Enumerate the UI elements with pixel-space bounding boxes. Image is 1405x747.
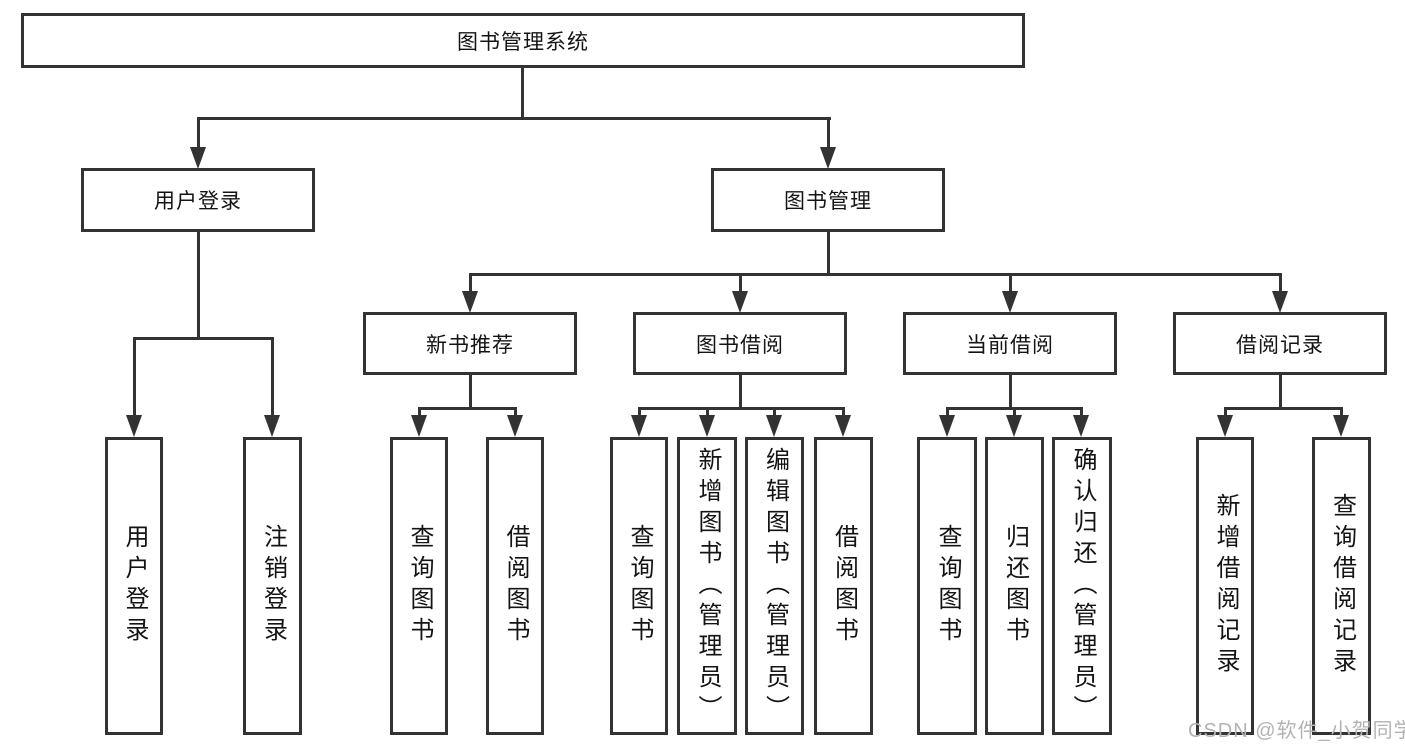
connector-records-stub [1279, 375, 1282, 410]
node-library-management-system: 图书管理系统 [21, 13, 1025, 68]
node-book-borrowing: 图书借阅 [633, 312, 847, 375]
leaf-add-borrow-record: 新增借阅记录 [1196, 437, 1254, 735]
connector-borrowing-drop-2 [706, 407, 709, 417]
connector-borrowing-rail [638, 407, 845, 410]
node-borrowing-records: 借阅记录 [1173, 312, 1387, 375]
arrow-down-icon [1073, 415, 1089, 437]
leaf-confirm-return-admin: 确认归还（管理员） [1052, 437, 1112, 735]
arrow-down-icon [462, 291, 478, 313]
connector-borrowing-drop-1 [638, 407, 641, 417]
arrow-down-icon [939, 415, 955, 437]
connector-records-rail [1224, 407, 1343, 410]
connector-root-stub [521, 68, 524, 120]
connector-current-drop-3 [1080, 407, 1083, 417]
connector-userlogin-rail [133, 337, 274, 340]
connector-userlogin-drop-1 [133, 337, 136, 417]
leaf-return-books: 归还图书 [985, 437, 1044, 735]
connector-borrowing-drop-3 [773, 407, 776, 417]
arrow-down-icon [820, 147, 836, 169]
arrow-down-icon [411, 415, 427, 437]
node-book-management: 图书管理 [711, 168, 945, 232]
leaf-logout: 注销登录 [243, 437, 302, 735]
connector-userlogin-drop-2 [271, 337, 274, 417]
arrow-down-icon [766, 415, 782, 437]
leaf-user-login: 用户登录 [105, 437, 163, 735]
connector-borrowing-drop-4 [842, 407, 845, 417]
arrow-down-icon [507, 415, 523, 437]
connector-records-drop-2 [1340, 407, 1343, 417]
node-current-borrowing: 当前借阅 [903, 312, 1117, 375]
leaf-query-books-current: 查询图书 [917, 437, 977, 735]
connector-bookmgmt-drop-4 [1279, 273, 1282, 293]
connector-current-stub [1009, 375, 1012, 410]
connector-root-drop-right [827, 117, 830, 149]
arrow-down-icon [190, 147, 206, 169]
connector-newbook-drop-2 [514, 407, 517, 417]
arrow-down-icon [732, 291, 748, 313]
connector-bookmgmt-drop-3 [1009, 273, 1012, 293]
connector-userlogin-stub [197, 232, 200, 340]
arrow-down-icon [1272, 291, 1288, 313]
arrow-down-icon [1333, 415, 1349, 437]
connector-newbook-drop-1 [418, 407, 421, 417]
arrow-down-icon [1217, 415, 1233, 437]
csdn-watermark: CSDN @软件_小贺同学 [1188, 720, 1405, 742]
connector-current-drop-1 [946, 407, 949, 417]
arrow-down-icon [1002, 291, 1018, 313]
leaf-query-books-recommend: 查询图书 [390, 437, 448, 735]
leaf-borrow-books: 借阅图书 [814, 437, 873, 735]
connector-root-rail [197, 117, 831, 120]
leaf-query-borrow-record: 查询借阅记录 [1312, 437, 1371, 735]
arrow-down-icon [264, 415, 280, 437]
arrow-down-icon [835, 415, 851, 437]
connector-borrowing-stub [739, 375, 742, 410]
connector-current-drop-2 [1013, 407, 1016, 417]
connector-newbook-rail [418, 407, 517, 410]
node-user-login: 用户登录 [81, 168, 315, 232]
connector-bookmgmt-rail [469, 273, 1282, 276]
leaf-add-books-admin: 新增图书（管理员） [677, 437, 737, 735]
arrow-down-icon [699, 415, 715, 437]
leaf-borrow-books-recommend: 借阅图书 [486, 437, 544, 735]
connector-newbook-stub [469, 375, 472, 410]
arrow-down-icon [126, 415, 142, 437]
connector-bookmgmt-stub [827, 232, 830, 276]
connector-bookmgmt-drop-1 [469, 273, 472, 293]
node-new-book-recommend: 新书推荐 [363, 312, 577, 375]
arrow-down-icon [631, 415, 647, 437]
leaf-query-books-borrowing: 查询图书 [610, 437, 668, 735]
leaf-edit-books-admin: 编辑图书（管理员） [745, 437, 804, 735]
connector-bookmgmt-drop-2 [739, 273, 742, 293]
arrow-down-icon [1006, 415, 1022, 437]
connector-records-drop-1 [1224, 407, 1227, 417]
connector-root-drop-left [197, 117, 200, 149]
